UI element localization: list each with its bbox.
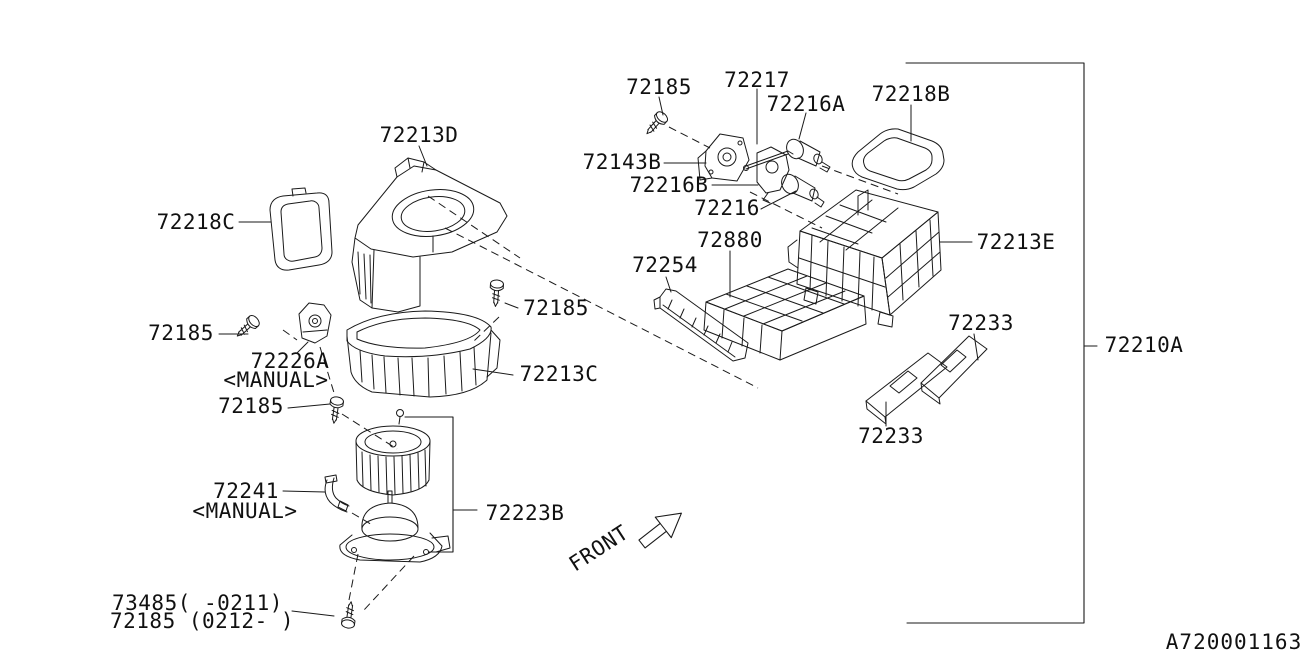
callout-72241: 72241 <box>213 479 279 503</box>
diagram-doc-id: A720001163 <box>1166 630 1302 653</box>
part-72213d-upper-case <box>351 157 508 313</box>
callout-73485-range: 73485( -0211) <box>112 591 283 615</box>
part-72216a-motor <box>786 138 831 173</box>
part-72216-motor <box>781 173 825 208</box>
part-72213c-lower-case <box>346 310 501 398</box>
part-72213e-main-case <box>787 189 942 328</box>
callout-72185-lower: 72185 <box>218 394 284 418</box>
callout-72223b: 72223B <box>486 501 565 525</box>
callout-72185-left: 72185 <box>148 321 214 345</box>
screw-72185-left <box>232 312 262 342</box>
callout-72143b: 72143B <box>583 150 662 174</box>
screw-72185-top <box>641 109 671 139</box>
callout-72233-upper: 72233 <box>948 311 1014 335</box>
callout-72226a: 72226A <box>251 349 330 373</box>
callout-72218c: 72218C <box>157 210 236 234</box>
callout-72880: 72880 <box>697 228 763 252</box>
callout-72213d: 72213D <box>380 123 459 147</box>
callout-72216: 72216 <box>694 196 760 220</box>
callout-72233-lower: 72233 <box>858 424 924 448</box>
part-72226a-actuator <box>298 302 332 344</box>
front-arrow <box>638 512 682 549</box>
bracket-72223b <box>404 416 478 553</box>
part-72223b-blower-fan <box>355 409 431 496</box>
callout-72218b: 72218B <box>872 82 951 106</box>
part-72216b-actuator <box>756 146 790 204</box>
screw-73485-bottom <box>340 600 359 630</box>
callout-72226a-manual: <MANUAL> <box>223 368 328 392</box>
callouts: 72185 72217 72216A 72218B 72213D 72218C … <box>110 68 1183 633</box>
callout-72241-manual: <MANUAL> <box>192 499 297 523</box>
callout-72254: 72254 <box>632 253 698 277</box>
callout-72185-mid: 72185 <box>523 296 589 320</box>
callout-72216a: 72216A <box>767 92 846 116</box>
callout-72213c: 72213C <box>520 362 599 386</box>
callout-72210a: 72210A <box>1105 333 1184 357</box>
part-72233-cover-upper <box>920 335 988 405</box>
dashed-guide-lines <box>282 126 899 611</box>
part-72223b-blower-motor <box>339 490 451 563</box>
part-72218b-gasket <box>851 128 945 191</box>
screw-72185-mid <box>488 279 505 308</box>
callout-72185-top: 72185 <box>626 75 692 99</box>
part-72143b-actuator <box>697 133 750 182</box>
part-72880-tray <box>703 268 867 361</box>
callout-72217: 72217 <box>724 68 790 92</box>
part-72217-rod <box>743 150 794 171</box>
callout-72213e: 72213E <box>977 230 1056 254</box>
bracket-72210a <box>905 62 1098 624</box>
part-72218c-gasket <box>269 187 333 271</box>
screw-72185-lower <box>326 395 345 425</box>
part-72241-hose <box>324 474 350 513</box>
part-72254-rail <box>653 288 749 362</box>
front-label: FRONT <box>565 520 633 576</box>
part-72233-cover-lower <box>865 352 948 425</box>
callout-72216b: 72216B <box>630 173 709 197</box>
callout-72185-range: 72185 (0212- ) <box>110 609 294 633</box>
